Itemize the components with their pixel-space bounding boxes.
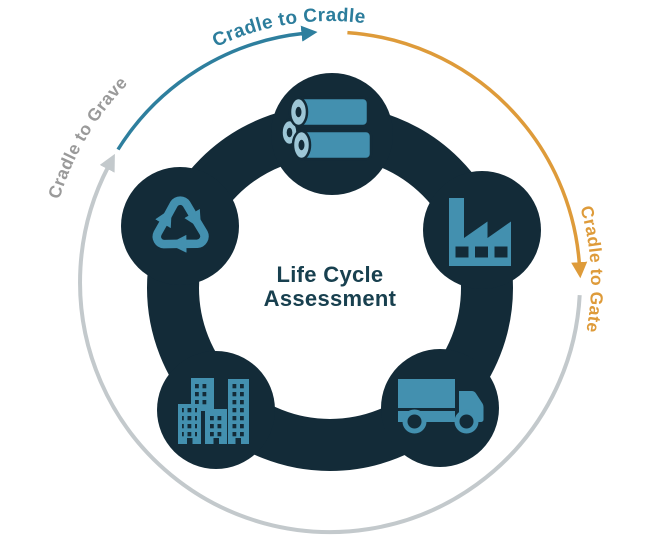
center-title-line1: Life Cycle: [277, 262, 384, 287]
truck-icon: [398, 379, 484, 434]
stage-node-manufacturing: [423, 171, 541, 289]
cradle-to-cradle-label: Cradle to Cradle: [209, 5, 367, 52]
center-title-line2: Assessment: [264, 286, 397, 311]
stage-node-raw-materials: [271, 73, 393, 195]
buildings-icon: [178, 378, 249, 444]
cradle-to-grave-label: Cradle to Grave: [44, 72, 131, 201]
factory-icon: [449, 198, 511, 266]
stage-circle: [121, 167, 239, 285]
center-title: Life Cycle Assessment: [264, 262, 397, 311]
cradle-to-cradle-arc: [116, 25, 318, 151]
outer-cycle-arcs: [78, 25, 588, 535]
stage-node-distribution: [381, 349, 499, 467]
stage-node-use: [157, 351, 275, 469]
stage-node-recycling: [121, 167, 239, 285]
material-rolls-icon: [280, 96, 373, 161]
cradle-to-grave-arc: [78, 153, 582, 535]
cradle-to-gate-label: Cradle to Gate: [576, 203, 607, 334]
cradle-to-gate-arc: [347, 30, 588, 279]
